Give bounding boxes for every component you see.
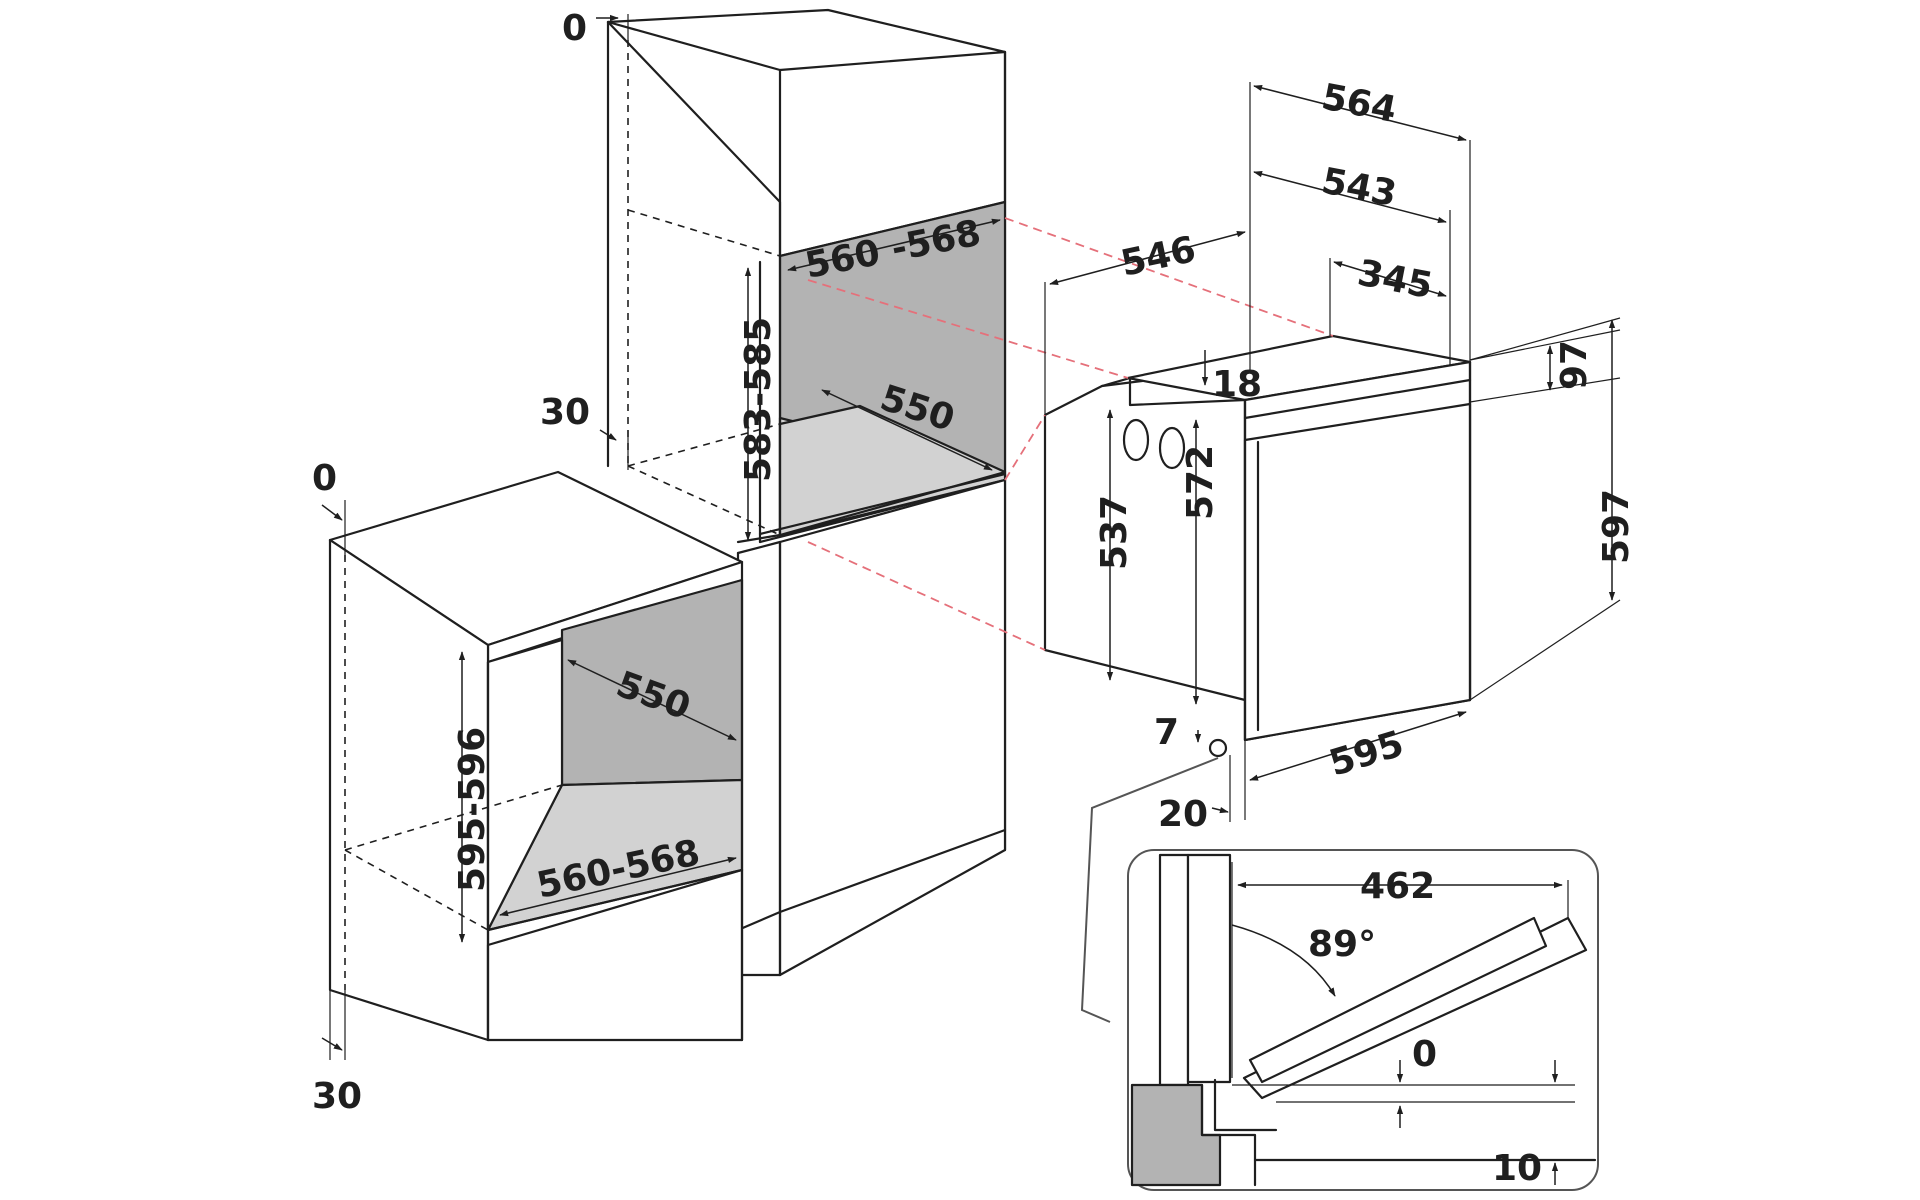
label-door-open-depth: 462 bbox=[1360, 866, 1435, 907]
oven-detail-marker bbox=[1208, 738, 1228, 758]
door-detail-callout bbox=[1080, 757, 1599, 1191]
oven-door bbox=[1243, 402, 1472, 742]
dimension-lines bbox=[321, 14, 1621, 1060]
label-oven-overall-depth: 564 bbox=[1318, 77, 1400, 132]
dim-line-564 bbox=[1253, 84, 1467, 142]
tall-cabinet-hidden-2 bbox=[627, 465, 781, 536]
dim-line-upper-depth bbox=[821, 389, 993, 471]
align-red-3 bbox=[1004, 414, 1046, 481]
tall-cabinet-hidden-3 bbox=[627, 423, 781, 467]
label-oven-depth-543: 543 bbox=[1318, 161, 1400, 216]
label-top-cab-gap-side: 30 bbox=[540, 392, 590, 433]
label-door-gap-0: 0 bbox=[1412, 1034, 1437, 1075]
label-oven-bottom-7: 7 bbox=[1154, 712, 1179, 753]
label-door-angle: 89° bbox=[1308, 924, 1376, 965]
label-low-cab-gap-bottom: 30 bbox=[312, 1076, 362, 1117]
tall-cabinet-plinth-side bbox=[736, 910, 782, 932]
dim-line-low-0 bbox=[321, 504, 343, 521]
dim-line-543 bbox=[1253, 170, 1447, 224]
label-low-cab-gap-top: 0 bbox=[312, 458, 337, 499]
callout-leader bbox=[1080, 757, 1219, 1023]
dim-line-side-30 bbox=[599, 429, 617, 441]
detail-oven-wall bbox=[1158, 853, 1190, 1087]
oven-vent-hole-2 bbox=[1158, 426, 1186, 470]
oven-top-step bbox=[1100, 376, 1247, 407]
label-oven-body-height: 537 bbox=[1094, 495, 1135, 570]
label-top-cab-gap-top: 0 bbox=[562, 8, 587, 49]
detail-gap bbox=[1218, 1133, 1257, 1187]
label-oven-345: 345 bbox=[1354, 253, 1436, 308]
dim-line-lower-width bbox=[499, 856, 737, 917]
label-top-niche-height: 583-585 bbox=[738, 317, 779, 482]
label-oven-body-depth: 546 bbox=[1117, 229, 1199, 285]
dim-line-345 bbox=[1333, 261, 1447, 297]
label-low-niche-height: 595-596 bbox=[452, 727, 493, 892]
low-cabinet bbox=[328, 470, 744, 1042]
label-oven-width: 595 bbox=[1325, 723, 1409, 784]
detail-oven-front bbox=[1186, 853, 1232, 1084]
align-red-1 bbox=[807, 279, 1129, 379]
dim-line-low-30 bbox=[321, 1037, 343, 1051]
dim-line-546 bbox=[1049, 231, 1246, 285]
align-red-4 bbox=[807, 541, 1046, 651]
ext-97-b bbox=[1469, 377, 1621, 403]
alignment-lines bbox=[807, 217, 1334, 651]
detail-door-glass bbox=[1248, 916, 1548, 1084]
detail-step bbox=[1200, 1083, 1222, 1137]
align-red-2 bbox=[1004, 217, 1334, 337]
detail-dim-angle bbox=[1231, 924, 1336, 997]
tall-cabinet-hidden-1 bbox=[627, 209, 781, 257]
oven-body-side bbox=[1043, 366, 1247, 702]
oven-panel-line bbox=[1243, 378, 1472, 420]
callout-frame bbox=[1127, 849, 1599, 1191]
upper-niche-sill-2 bbox=[758, 472, 1007, 536]
label-door-gap-10: 10 bbox=[1492, 1148, 1542, 1189]
low-cabinet-hidden-2 bbox=[344, 784, 563, 851]
dim-line-20 bbox=[1211, 806, 1229, 814]
dim-line-upper-width bbox=[787, 218, 1001, 272]
dim-line-lower-depth bbox=[567, 659, 737, 741]
oven-vent-hole-1 bbox=[1122, 418, 1150, 462]
detail-door-hinge bbox=[1213, 1078, 1278, 1132]
label-oven-total-height: 597 bbox=[1596, 489, 1637, 564]
tall-cabinet-plinth-line bbox=[778, 828, 1007, 914]
tall-cabinet-shelf-side-2 bbox=[736, 540, 782, 555]
ext-597-top bbox=[1469, 317, 1621, 361]
dim-line-595 bbox=[1249, 711, 1467, 781]
ext-597 bbox=[1469, 599, 1621, 701]
label-oven-frame-20: 20 bbox=[1158, 794, 1208, 835]
label-oven-18: 18 bbox=[1212, 364, 1262, 405]
label-oven-front-height: 572 bbox=[1180, 445, 1221, 520]
label-oven-panel-97: 97 bbox=[1554, 340, 1595, 390]
ext-97-a bbox=[1469, 329, 1621, 361]
